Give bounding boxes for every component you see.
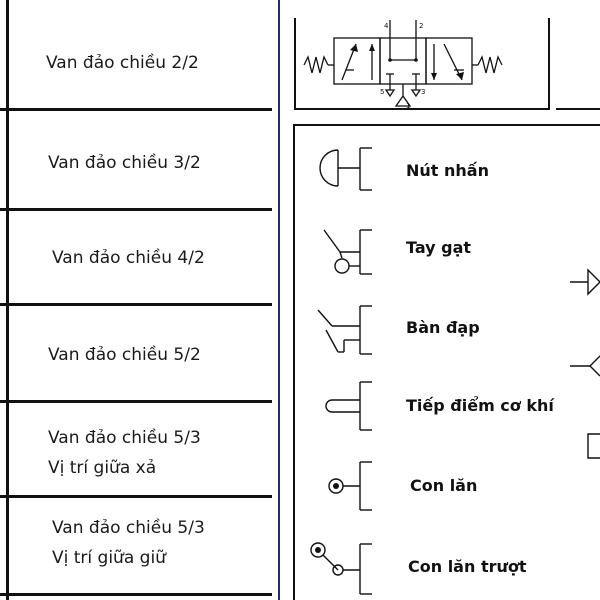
valve-label-5-2: Van đảo chiều 5/2	[48, 345, 201, 365]
valve-table-divider	[0, 400, 272, 403]
valve-table-right-border	[278, 0, 280, 600]
valve-table-left-border	[6, 0, 9, 600]
actuation-label-roller: Con lăn	[410, 476, 478, 495]
port-label: 1	[406, 102, 410, 110]
partial-diamond-symbol-icon	[570, 355, 600, 377]
valve-table-divider	[0, 303, 272, 306]
valve-label-3-2: Van đảo chiều 3/2	[48, 153, 201, 173]
actuation-label-push-button: Nút nhấn	[406, 161, 489, 180]
valve-label-5-3-hold: Van đảo chiều 5/3	[52, 518, 205, 538]
actuation-label-plunger: Tiếp điểm cơ khí	[406, 396, 554, 415]
valve-5-3-symbol-icon: 4 2 5 1 3	[303, 20, 503, 110]
idle-roller-symbol-icon	[310, 542, 372, 595]
valve-sublabel-5-3-hold: Vị trí giữa giữ	[52, 548, 166, 568]
valve-table-divider	[0, 108, 272, 111]
valve-table-divider	[0, 593, 272, 596]
actuation-panel-top-border	[294, 124, 600, 126]
actuation-label-pedal: Bàn đạp	[406, 318, 480, 337]
lever-symbol-icon	[323, 229, 372, 275]
port-label: 2	[419, 22, 423, 30]
partial-triangle-symbol-icon	[570, 268, 600, 296]
valve-table-divider	[0, 495, 272, 498]
symbol-box-right-border	[548, 18, 550, 110]
valve-table: Van đảo chiều 2/2 Van đảo chiều 3/2 Van …	[0, 0, 280, 600]
plunger-symbol-icon	[325, 381, 372, 431]
actuation-label-idle-roller: Con lăn trượt	[408, 557, 527, 576]
actuation-panel-left-border	[293, 124, 295, 600]
port-label: 3	[421, 88, 425, 96]
valve-label-2-2: Van đảo chiều 2/2	[46, 53, 199, 73]
roller-symbol-icon	[328, 461, 372, 511]
actuation-label-lever: Tay gạt	[406, 238, 472, 257]
port-label: 5	[380, 88, 384, 96]
pedal-symbol-icon	[317, 305, 372, 355]
symbol-box-extension	[556, 108, 600, 110]
partial-box-symbol-icon	[587, 433, 600, 459]
valve-sublabel-5-3-exhaust: Vị trí giữa xả	[48, 458, 157, 478]
valve-table-divider	[0, 208, 272, 211]
symbol-box-left-border	[294, 18, 296, 110]
valve-label-4-2: Van đảo chiều 4/2	[52, 248, 205, 268]
push-button-symbol-icon	[319, 147, 372, 191]
valve-label-5-3-exhaust: Van đảo chiều 5/3	[48, 428, 201, 448]
port-label: 4	[384, 22, 389, 30]
symbol-box-bottom-border	[294, 108, 550, 110]
